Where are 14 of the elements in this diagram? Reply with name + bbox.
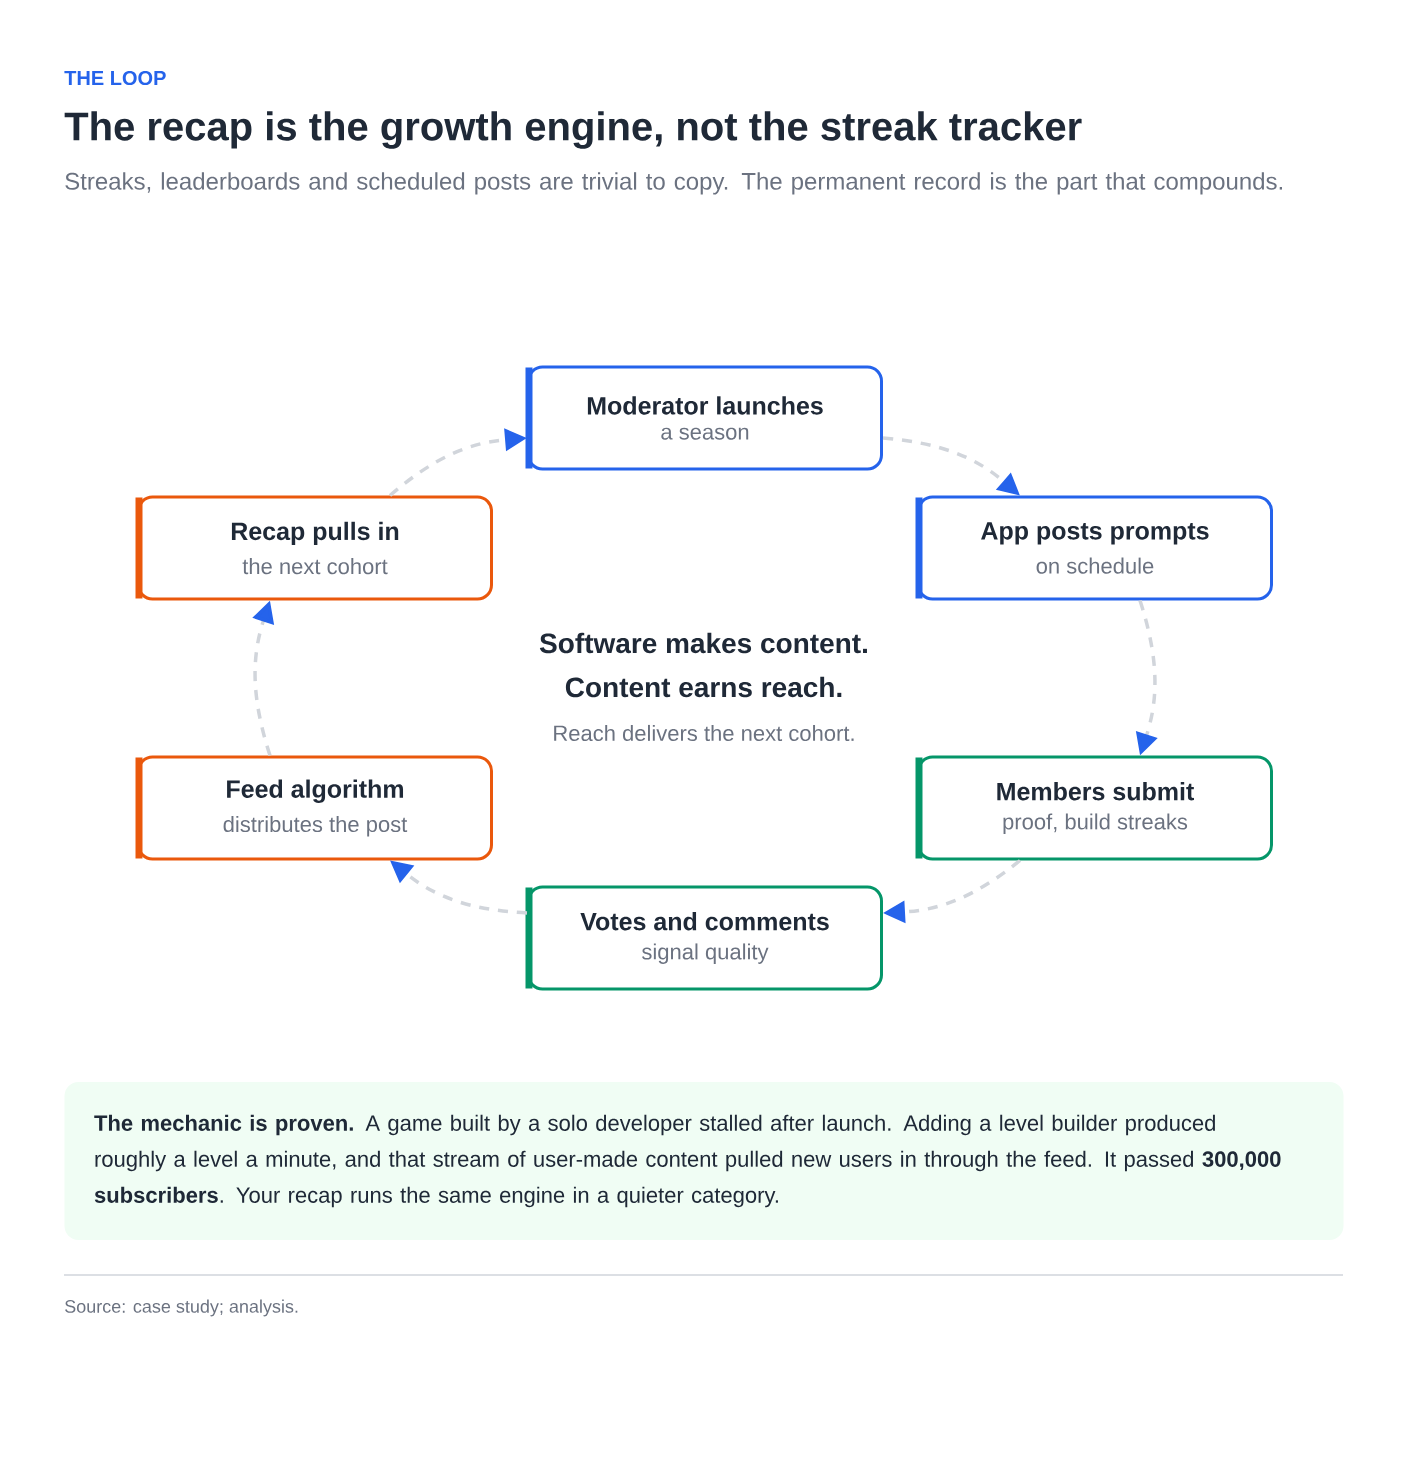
- statement: Content earns reach.: [565, 676, 842, 698]
- callout-box: The mechanic is proven. A game built by a solo developer stalled after launch. Adding a level builder produced roughly a level a minute, and that stream of user-made content pulled new users in through the feed. It passed 300,000 subscribers. Your recap runs the same engine in a quieter category.: [64, 1082, 1344, 1240]
- source-note: Source: case study; analysis.: [65, 1299, 298, 1317]
- process-box: Moderator launches a season: [525, 365, 883, 471]
- note: Reach delivers the next cohort.: [554, 724, 854, 742]
- process-box: Members submit proof, build streaks: [915, 755, 1273, 861]
- subtitle: Streaks, leaderboards and scheduled posts are trivial to copy. The permanent record is the part that compounds.: [65, 172, 1282, 195]
- process-box: Recap pulls in the next cohort: [135, 495, 493, 601]
- title: The recap is the growth engine, not the streak tracker: [64, 111, 1082, 149]
- process-box: Votes and comments signal quality: [525, 885, 883, 991]
- kicker: THE LOOP: [64, 70, 166, 86]
- statement: Software makes content.: [539, 632, 867, 654]
- process-box: Feed algorithm distributes the post: [135, 755, 493, 861]
- process-box: App posts prompts on schedule: [915, 495, 1273, 601]
